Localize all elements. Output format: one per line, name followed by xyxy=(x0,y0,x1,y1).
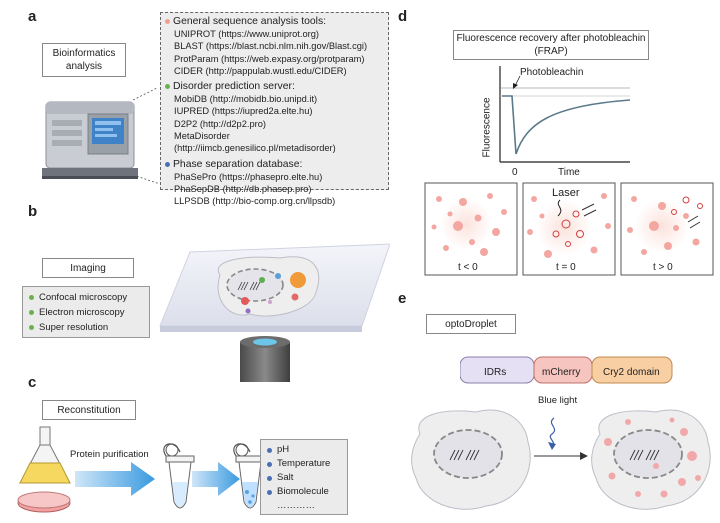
tool-item: ProtParam (https://web.expasy.org/protpa… xyxy=(174,53,365,64)
tool-item: PhaSePro (https://phasepro.elte.hu) xyxy=(174,171,323,182)
optodroplet-cells xyxy=(411,409,711,510)
panel-letter-b: b xyxy=(28,203,38,220)
condition-item: Salt xyxy=(267,471,347,485)
tube-icon-2 xyxy=(233,443,265,509)
idrs-label: IDRs xyxy=(484,367,506,378)
tube-icon-1 xyxy=(163,443,195,509)
panel-letter-e: e xyxy=(398,290,407,307)
section-general-heading: General sequence analysis tools: xyxy=(165,15,390,28)
frap-title-line1: Fluorescence recovery after photobleachi… xyxy=(456,33,646,44)
blue-dot-icon xyxy=(267,447,272,453)
optodroplet-label-text: optoDroplet xyxy=(445,318,497,330)
purification-arrow-1 xyxy=(75,462,155,496)
blue-dot-icon xyxy=(267,489,272,495)
tool-item: (http://iimcb.genesilico.pl/metadisorder… xyxy=(174,143,336,154)
green-dot-icon xyxy=(29,325,34,330)
imaging-label-box: Imaging xyxy=(42,258,134,278)
imaging-method-item: Electron microscopy xyxy=(29,305,149,320)
tool-item: BLAST (https://blast.ncbi.nlm.nih.gov/Bl… xyxy=(174,41,368,52)
cry2-segment xyxy=(591,356,673,384)
condition-item: pH xyxy=(267,443,347,457)
bioinformatics-label-line1: Bioinformatics xyxy=(52,48,116,59)
section-heading-text: Disorder prediction server: xyxy=(173,81,295,93)
salmon-dot-icon xyxy=(165,19,170,24)
time-label-after: t > 0 xyxy=(653,262,673,273)
recovery-curve xyxy=(502,95,631,155)
tool-item: MetaDisorder xyxy=(174,131,230,142)
y-axis-label: Fluorescence xyxy=(481,97,493,158)
frap-title-line2: (FRAP) xyxy=(534,46,568,57)
x-axis-label: Time xyxy=(558,167,580,178)
mcherry-label: mCherry xyxy=(542,367,580,378)
tool-item: PhaSepDB (http://db.phasep.pro) xyxy=(174,183,312,194)
computer-icon xyxy=(42,87,158,184)
tool-item: D2P2 (http://d2p2.pro) xyxy=(174,118,266,129)
optodroplet-label-box: optoDroplet xyxy=(426,314,516,334)
imaging-method-item: Confocal microscopy xyxy=(29,290,149,305)
condition-text: pH xyxy=(277,444,290,455)
blue-dot-icon xyxy=(267,461,272,467)
imaging-method-text: Confocal microscopy xyxy=(39,292,128,303)
green-dot-icon xyxy=(29,295,34,300)
panel-letter-a: a xyxy=(28,8,37,25)
laser-label: Laser xyxy=(552,187,580,199)
protein-purification-label: Protein purification xyxy=(70,449,149,460)
imaging-method-item: Super resolution xyxy=(29,320,149,335)
condition-text: Salt xyxy=(277,472,294,483)
tool-item: LLPSDB (http://bio-comp.org.cn/llpsdb) xyxy=(174,196,336,207)
section-phase-heading: Phase separation database: xyxy=(165,158,390,171)
cry2-label: Cry2 domain xyxy=(603,367,660,378)
reconstitution-label-box: Reconstitution xyxy=(42,400,136,420)
green-dot-icon xyxy=(29,310,34,315)
microscope-slide-illustration xyxy=(159,243,390,382)
imaging-method-text: Super resolution xyxy=(39,322,109,333)
tools-list: General sequence analysis tools: UNIPROT… xyxy=(165,15,390,208)
imaging-method-text: Electron microscopy xyxy=(39,307,125,318)
section-heading-text: General sequence analysis tools: xyxy=(173,16,327,27)
bioinformatics-label-box: Bioinformatics analysis xyxy=(42,43,126,77)
green-dot-icon xyxy=(165,84,170,90)
condition-text: Biomolecule xyxy=(277,486,329,497)
photobleach-annotation: Photobleachin xyxy=(520,67,583,78)
frap-title-box: Fluorescence recovery after photobleachi… xyxy=(453,30,649,60)
x-zero-label: 0 xyxy=(512,167,518,178)
construct-diagram: IDRs mCherry Cry2 domain xyxy=(460,356,673,384)
blue-dot-icon xyxy=(165,161,170,167)
tool-item: CIDER (http://pappulab.wustl.edu/CIDER) xyxy=(174,65,347,76)
condition-item: Biomolecule xyxy=(267,485,347,499)
section-heading-text: Phase separation database: xyxy=(173,158,303,170)
condition-text: ………… xyxy=(277,500,315,511)
time-label-before: t < 0 xyxy=(458,262,478,273)
reconstitution-label-text: Reconstitution xyxy=(57,404,121,416)
frap-curve-chart: Photobleachin 0 Time xyxy=(499,66,631,178)
blue-dot-icon xyxy=(267,475,272,481)
condition-item: Temperature xyxy=(267,457,347,471)
condition-text: Temperature xyxy=(277,458,331,469)
panel-letter-c: c xyxy=(28,374,37,391)
panel-letter-d: d xyxy=(398,8,408,25)
imaging-methods-box: Confocal microscopy Electron microscopy … xyxy=(22,286,150,338)
flask-and-dish-icon xyxy=(17,426,71,513)
tool-item: UNIPROT (https://www.uniprot.org) xyxy=(174,29,320,39)
imaging-label-text: Imaging xyxy=(70,262,106,274)
blue-light-label: Blue light xyxy=(538,395,578,406)
bioinformatics-label-line2: analysis xyxy=(65,61,103,72)
conditions-box: pH Temperature Salt Biomolecule ………… xyxy=(260,439,348,515)
purification-arrow-2 xyxy=(192,462,240,496)
frap-cell-frames: Laser t < 0 t = 0 t > 0 xyxy=(424,182,714,276)
tool-item: IUPRED (https://iupred2a.elte.hu) xyxy=(174,106,313,117)
time-label-zero: t = 0 xyxy=(556,262,576,273)
condition-item: ………… xyxy=(267,499,347,513)
tool-item: MobiDB (http://mobidb.bio.unipd.it) xyxy=(174,94,318,105)
section-disorder-heading: Disorder prediction server: xyxy=(165,80,390,93)
tools-dashed-box xyxy=(160,12,389,190)
